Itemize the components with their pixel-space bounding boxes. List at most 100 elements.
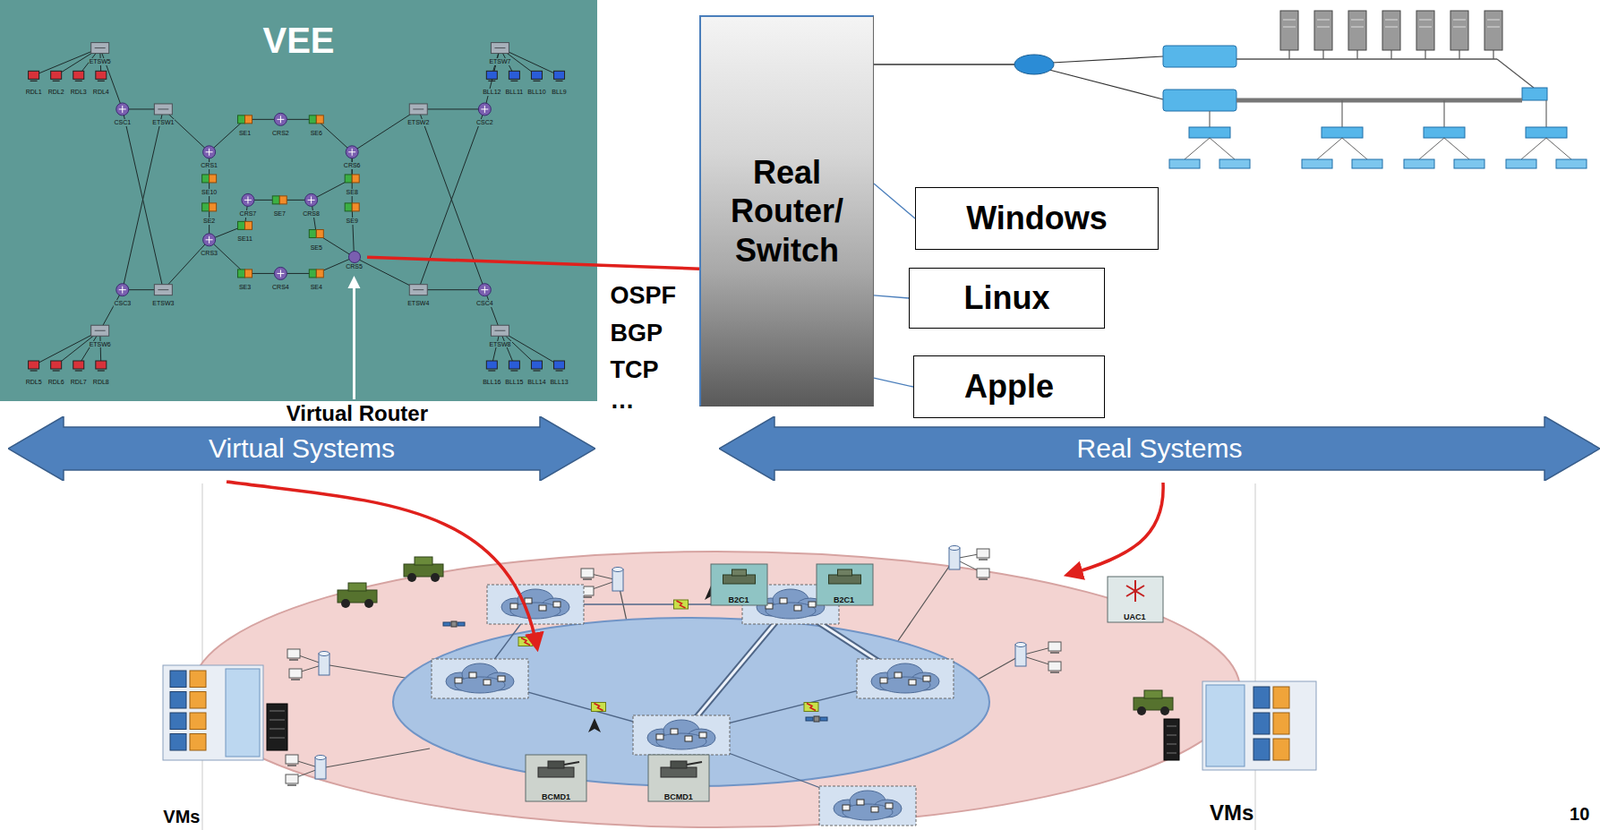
server-slot [269,719,285,721]
label-holder: SE10 [200,181,218,198]
backbone-bus [1236,98,1523,103]
device-name: SE1 [238,129,252,137]
host-base [30,369,38,371]
device-name: ETSW8 [487,341,512,349]
vehicle-wheel [430,573,440,582]
pointer-arrow-head [347,275,360,289]
label-holder: SE11 [236,228,254,245]
security-element [245,269,253,278]
label-holder: 10 [1569,804,1590,824]
server [1382,10,1401,51]
enclave-host [885,803,893,809]
device-name: BLL12 [481,88,502,96]
host-icon [554,70,565,79]
unit-name: B2C1 [728,596,750,606]
enclave-host [923,675,931,682]
security-element [272,196,280,205]
host-base [556,80,564,82]
security-element [279,196,287,205]
double-arrow-shape [718,416,1600,481]
leaf-switch [1301,159,1333,169]
virtualization-layer [1206,684,1245,767]
topology-link [484,48,500,110]
computer [287,649,300,659]
label-holder: CRS1 [199,154,219,172]
access-node-top [949,546,960,551]
link-line [873,183,916,219]
enclave-host [842,804,850,811]
label-holder: CSC1 [112,111,132,129]
server-slot [1166,744,1177,745]
host-icon [486,70,497,79]
enclave-box [819,786,916,826]
computer-base [287,764,297,767]
computer [289,668,302,678]
vehicle-wheel [341,598,351,608]
security-element [245,221,253,230]
label-holder: ETSW7 [487,51,512,68]
pointer-arrow [226,481,538,649]
access-link [975,655,1021,681]
device-name: ETSW7 [487,58,512,66]
access-node-top [315,755,326,761]
access-link [895,558,955,645]
box-label: Linux [964,279,1051,317]
leaf-switch [1219,159,1250,169]
server-slot [1283,26,1296,28]
label-holder: BGP [610,320,664,348]
switch-mark [94,330,106,332]
server-slot [1283,19,1296,21]
security-element [351,203,360,212]
router-icon [478,102,491,116]
protocol-name: … [610,387,635,415]
enclave-cloud [454,676,505,694]
device-name: CRS7 [239,210,258,218]
enclave-host [908,679,916,685]
app-box [1253,738,1270,761]
host-icon [508,70,520,79]
leaf-switch [1403,159,1435,169]
label-holder: TCP [610,357,659,385]
device-name: SE2 [202,217,216,225]
host-base [510,80,518,82]
enclave-host [779,598,788,604]
host-base [510,369,518,371]
radio-bolt [676,600,686,608]
enclave-host [553,601,561,608]
vm-stack [162,665,264,761]
network-wire [1545,100,1547,128]
topology-link [162,239,209,291]
enclave-host [497,675,505,682]
enclave-host [871,806,879,813]
network-wire [1458,50,1460,60]
double-arrow-shape [8,416,596,481]
server [1280,10,1299,51]
tank-turret [547,761,565,769]
server-slot [1166,735,1177,736]
label-holder: BLL9 [550,81,567,98]
router-mark [121,105,123,113]
antenna-arm [1126,585,1145,597]
router-mark [247,196,249,204]
enclave-host [469,672,477,678]
satellite-panel [457,622,465,626]
server-slot [1351,19,1364,21]
network-wire [1208,111,1210,128]
device-name: RDL1 [25,88,43,96]
protocol-name: BGP [610,320,664,348]
tank-hull [660,767,697,778]
device-name: ETSW2 [406,119,430,127]
topology-link [122,109,164,291]
device-name: BLL14 [526,378,547,386]
host-icon [28,360,40,369]
device-name: CRS8 [301,210,321,218]
device-name: BLL15 [504,378,524,386]
host-base [97,80,105,82]
enclave-box [633,715,730,755]
topology-link [353,256,419,290]
label-holder: VMs [1209,801,1254,825]
switch-mark [494,47,505,49]
label-holder: B2C1 [728,590,750,607]
security-element [209,174,217,183]
